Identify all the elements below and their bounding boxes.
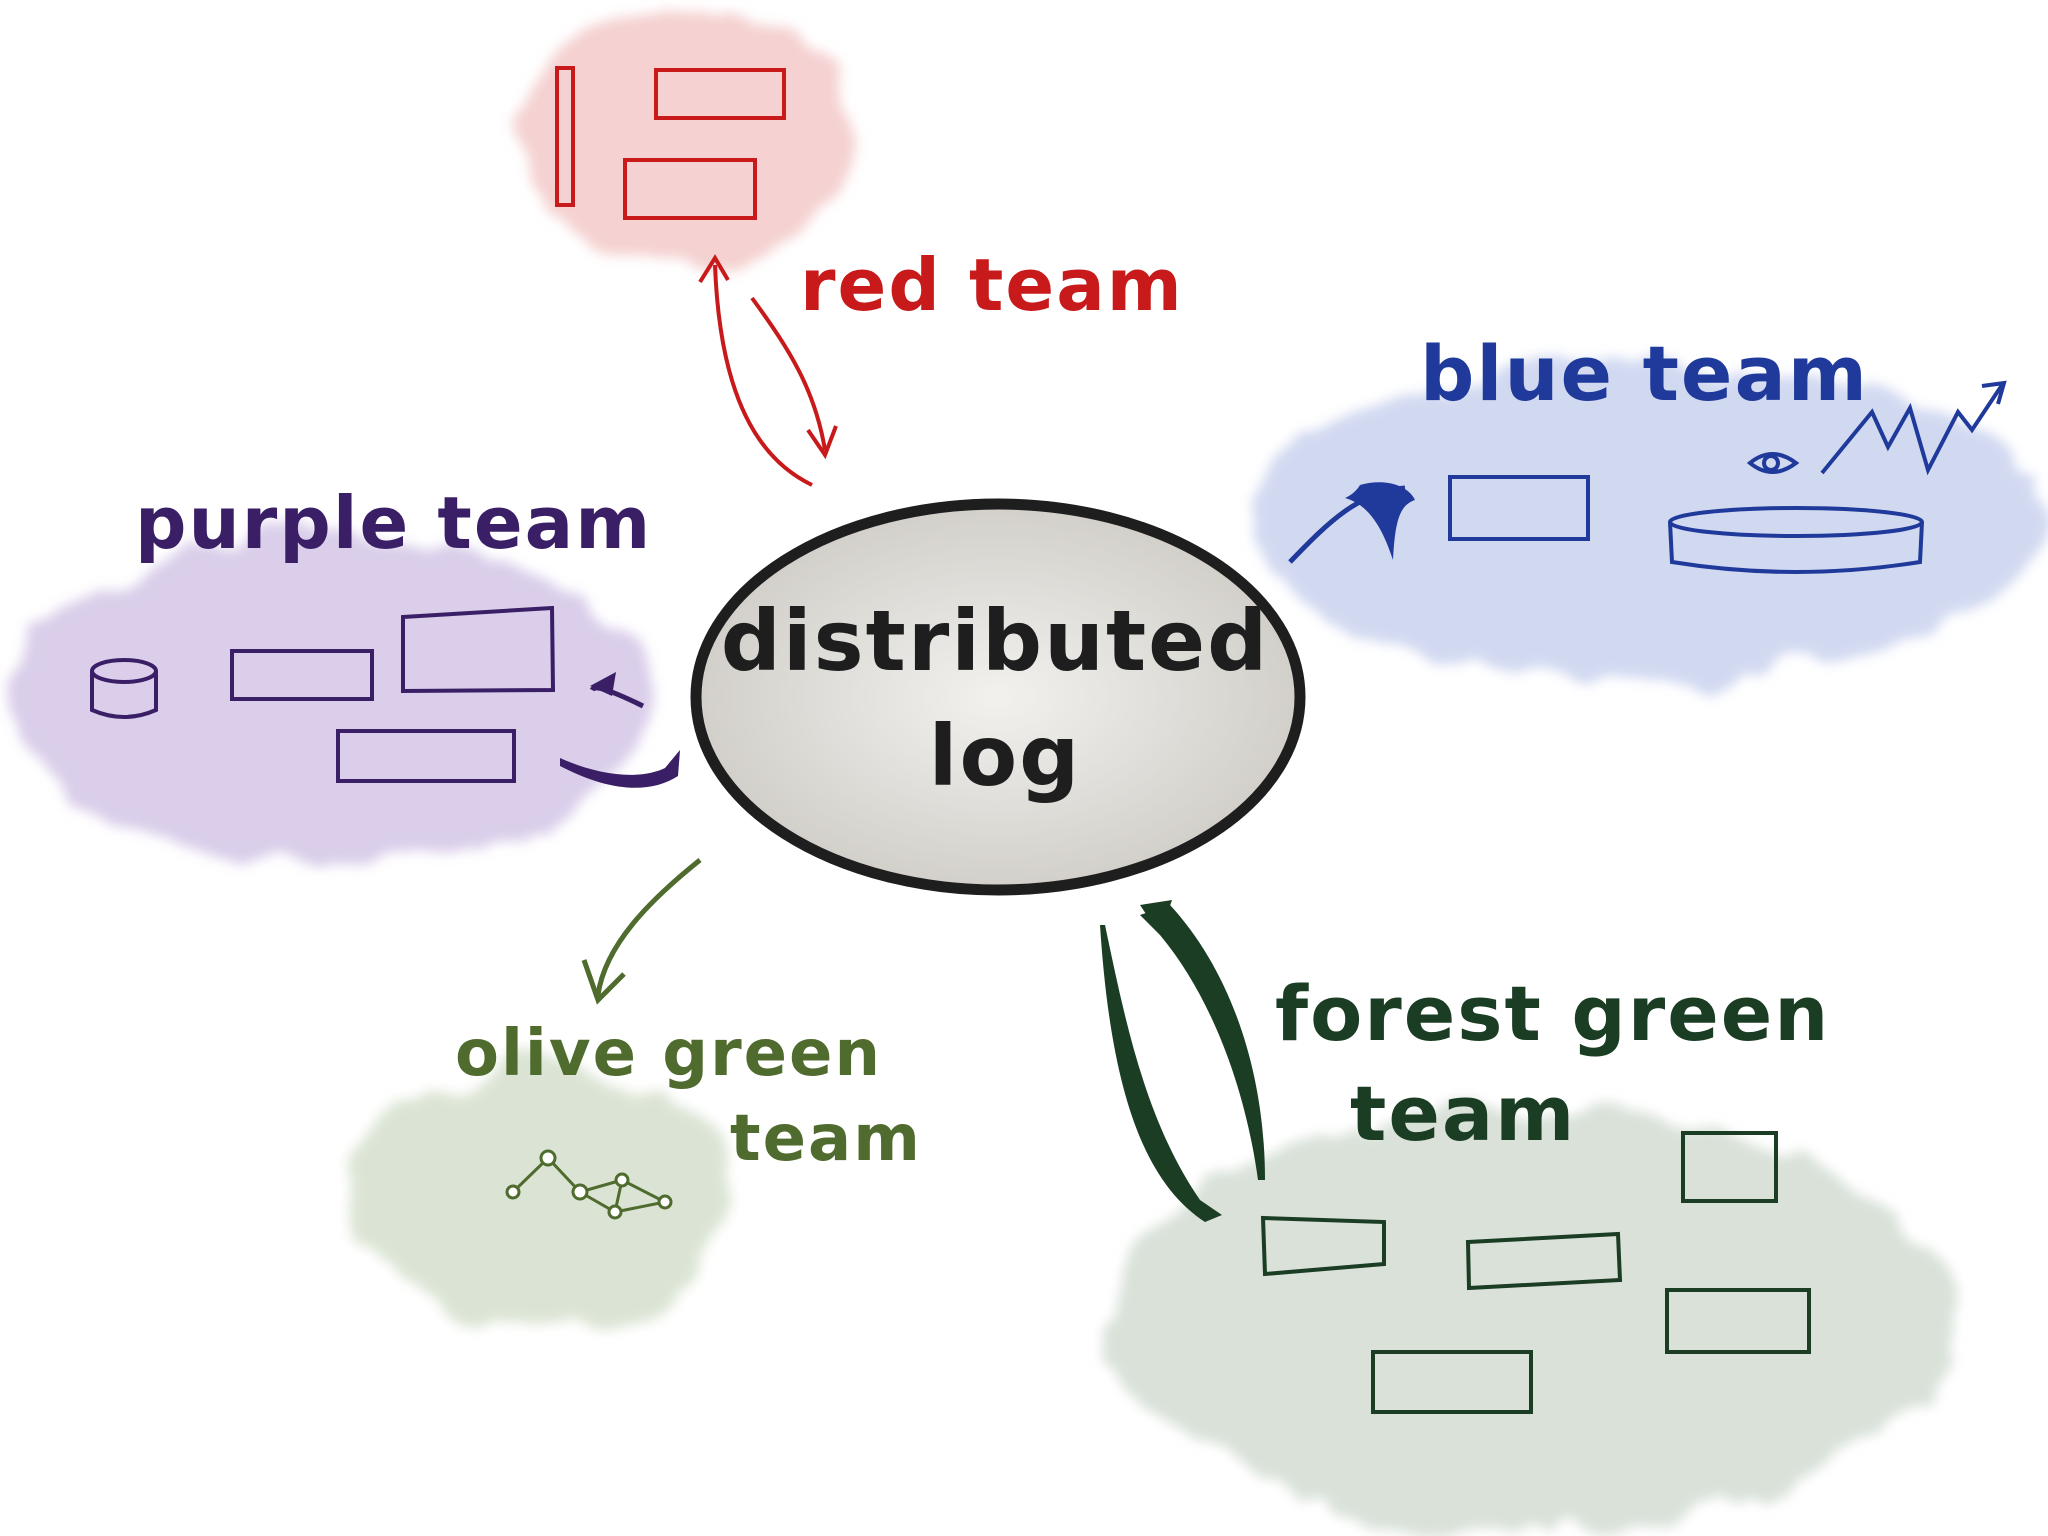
forest-team-label-line2: team [1350,1069,1576,1158]
purple-team-arrow [560,672,680,788]
forest-team-arrow [1100,900,1265,1222]
rectangle-icon [401,605,556,694]
blue-team-arrow [1288,482,1415,564]
distributed-log-label-line2: log [929,707,1082,805]
blue-team-group: blue team [1288,329,2007,574]
eye-icon [1746,452,1800,474]
purple-team-label: purple team [135,481,652,565]
red-team-group: red team [555,66,1184,487]
rectangle-icon [1371,1350,1533,1414]
blue-team-label: blue team [1420,329,1869,418]
red-team-label: red team [800,243,1184,327]
disk-icon [1668,506,1924,574]
rectangle-icon [1465,1231,1623,1291]
distributed-log-label-line1: distributed [721,592,1269,690]
rectangle-icon [230,649,374,701]
graph-network-icon [505,1149,673,1220]
rectangle-icon [1681,1131,1778,1203]
rectangle-icon [1665,1288,1811,1354]
rectangle-icon [1260,1215,1386,1277]
purple-team-group: purple team [90,481,680,788]
red-team-wash [520,15,860,265]
olive-team-group: olive green team [455,858,922,1220]
olive-team-wash [350,1065,730,1325]
distributed-log-ellipse [690,498,1306,896]
olive-team-label-line2: team [730,1102,922,1176]
red-team-arrow [698,254,838,487]
distributed-log-node: distributed log [690,498,1306,896]
database-icon [90,658,158,719]
forest-team-label-line1: forest green [1275,969,1830,1058]
rectangle-icon [336,729,516,783]
forest-team-group: forest green team [1100,900,1830,1414]
olive-team-arrow [581,858,702,1005]
trend-chart-icon [1820,380,2007,476]
rectangle-icon [654,68,786,120]
vertical-bar-icon [555,66,575,207]
rectangle-icon [623,158,757,220]
olive-team-label-line1: olive green [455,1017,882,1091]
forest-team-wash [1110,1110,1950,1530]
rectangle-icon [1448,475,1590,541]
